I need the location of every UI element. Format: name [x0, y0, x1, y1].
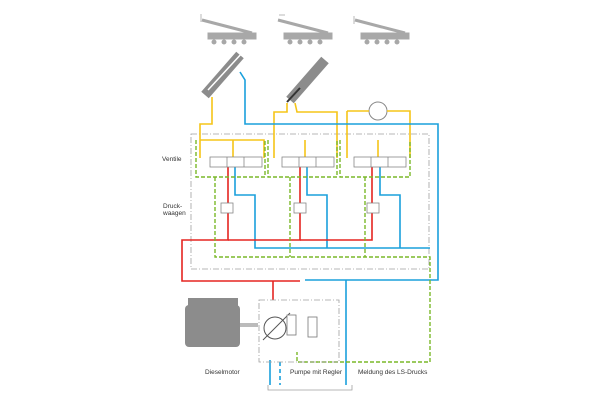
return-lines — [234, 71, 439, 385]
valve-section-3 — [353, 156, 407, 168]
label-engine: Dieselmotor — [205, 369, 241, 376]
cylinder-luffing — [286, 56, 329, 104]
tank-bracket — [267, 385, 353, 391]
label-ls-signal: Meldung des LS-Drucks — [358, 369, 428, 376]
pressure-lines — [181, 166, 373, 300]
valve-section-1 — [209, 156, 263, 168]
pressure-compensator-3 — [366, 202, 380, 214]
cylinder-telescope — [201, 51, 244, 99]
label-pressure-comp-2: waagen — [162, 210, 186, 217]
work-lines — [199, 97, 411, 158]
crane-icon-2 — [277, 14, 333, 45]
pressure-compensator-1 — [220, 202, 234, 214]
crane-icon-1 — [200, 14, 257, 45]
label-pressure-comp-1: Druck- — [163, 203, 182, 210]
label-pump: Pumpe mit Regler — [290, 369, 343, 376]
valve-block-boundary — [190, 133, 430, 270]
pump-with-regulator — [258, 299, 340, 363]
load-sense-lines — [195, 140, 431, 363]
valve-section-2 — [281, 156, 335, 168]
hydraulic-motor-slewing — [368, 101, 388, 121]
label-valves: Ventile — [162, 156, 182, 163]
diesel-engine — [185, 298, 258, 347]
crane-icon-3 — [353, 16, 410, 45]
pressure-compensator-2 — [293, 202, 307, 214]
